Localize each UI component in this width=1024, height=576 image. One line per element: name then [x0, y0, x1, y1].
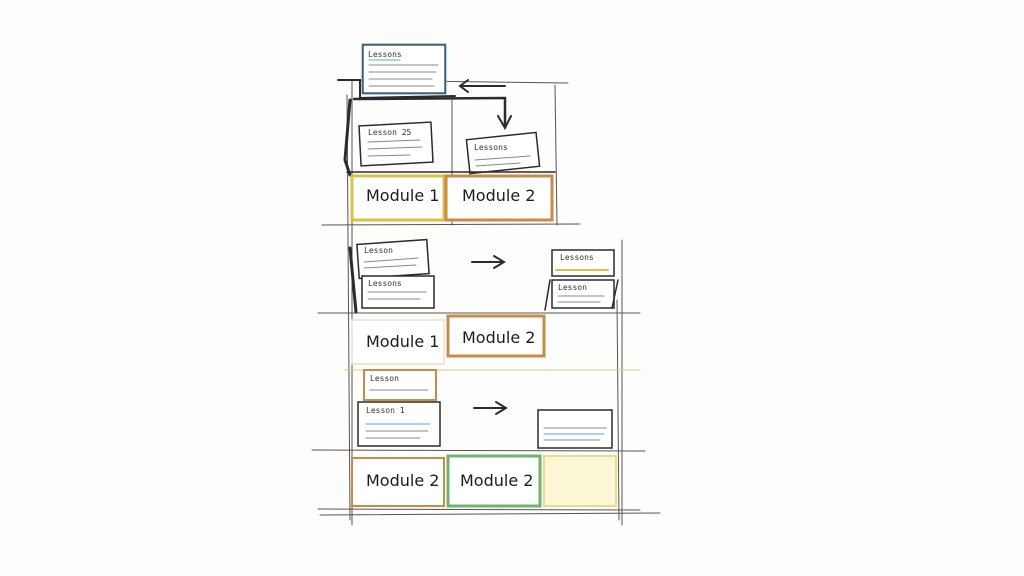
module-box: [446, 454, 542, 508]
module-label: Module 2: [366, 471, 440, 490]
lesson-title: Lesson: [364, 246, 393, 255]
module-label: Module 2: [462, 328, 536, 347]
module-box: [351, 457, 445, 507]
module-label: Module 2: [460, 471, 534, 490]
row-1: [337, 43, 556, 222]
lesson-card: [537, 409, 613, 449]
module-box: [444, 174, 554, 222]
lesson-title: Lessons: [368, 279, 402, 288]
lesson-card: [358, 121, 434, 167]
row-2: [348, 238, 619, 365]
module-box: [351, 319, 445, 365]
lesson-card: [357, 401, 441, 447]
lesson-title: Lesson 1: [366, 406, 405, 415]
lesson-title: Lesson: [370, 374, 399, 383]
module-box: [350, 174, 446, 222]
lesson-title: Lessons: [560, 253, 594, 262]
lesson-card: [363, 369, 437, 401]
lesson-card: [361, 43, 447, 95]
lesson-title: Lesson 25: [368, 128, 412, 137]
module-label: Module 1: [366, 186, 440, 205]
lesson-card: [465, 131, 541, 175]
arrow-right-icon: [471, 255, 506, 269]
module-label: Module 1: [366, 332, 440, 351]
lesson-title: Lessons: [474, 143, 508, 152]
lesson-card: [361, 275, 435, 309]
row-3: [351, 369, 617, 508]
lesson-card: [551, 279, 615, 309]
empty-module-slot: [543, 455, 617, 507]
lesson-card: [551, 249, 615, 277]
module-label: Module 2: [462, 186, 536, 205]
lesson-title: Lesson: [558, 283, 587, 292]
module-box: [446, 314, 546, 358]
lesson-title: Lessons: [368, 50, 402, 59]
arrow-right-icon: [473, 401, 508, 415]
